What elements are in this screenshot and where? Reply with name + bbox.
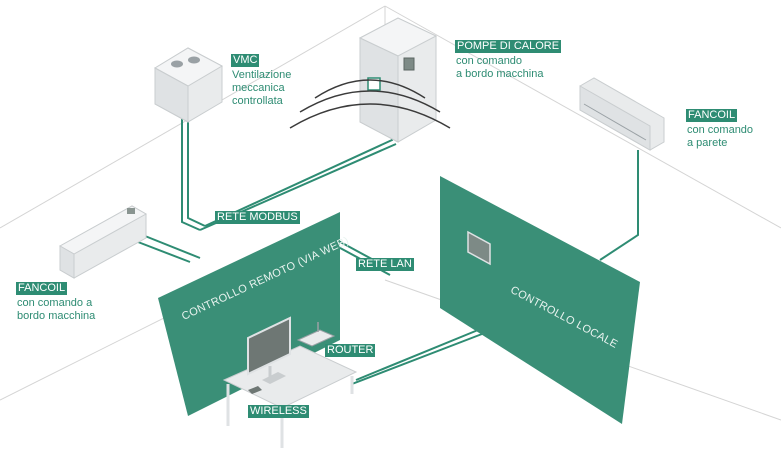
wall-remote-control <box>158 212 340 416</box>
router-tag: ROUTER <box>325 344 376 357</box>
vmc-tag: VMC <box>231 54 260 67</box>
router-device <box>296 322 336 347</box>
heat-pump-tag: POMPE DI CALORE <box>455 40 562 53</box>
wall-control-panel <box>467 230 491 266</box>
fancoil-wall-description: con comando a parete <box>687 124 754 149</box>
wireless-tag: WIRELESS <box>248 405 309 418</box>
wall-fancoil <box>579 77 665 151</box>
fancoil-floor-description: con comando a bordo macchina <box>17 297 96 322</box>
computer-monitor <box>247 316 291 384</box>
floor-fancoil <box>58 205 148 279</box>
vmc-unit <box>153 47 224 123</box>
fancoil-floor-tag: FANCOIL <box>16 282 68 295</box>
lan-network-tag: RETE LAN <box>356 258 414 271</box>
heat-pump-description: con comando a bordo macchina <box>456 55 544 80</box>
wireless-device <box>248 386 262 394</box>
vmc-description: Ventilazione meccanica controllata <box>232 69 292 107</box>
fancoil-wall-tag: FANCOIL <box>686 109 738 122</box>
modbus-lines <box>137 118 397 263</box>
modbus-network-tag: RETE MODBUS <box>215 211 300 224</box>
wall-local-control <box>440 176 640 424</box>
heat-pump-cabinet <box>289 17 451 143</box>
